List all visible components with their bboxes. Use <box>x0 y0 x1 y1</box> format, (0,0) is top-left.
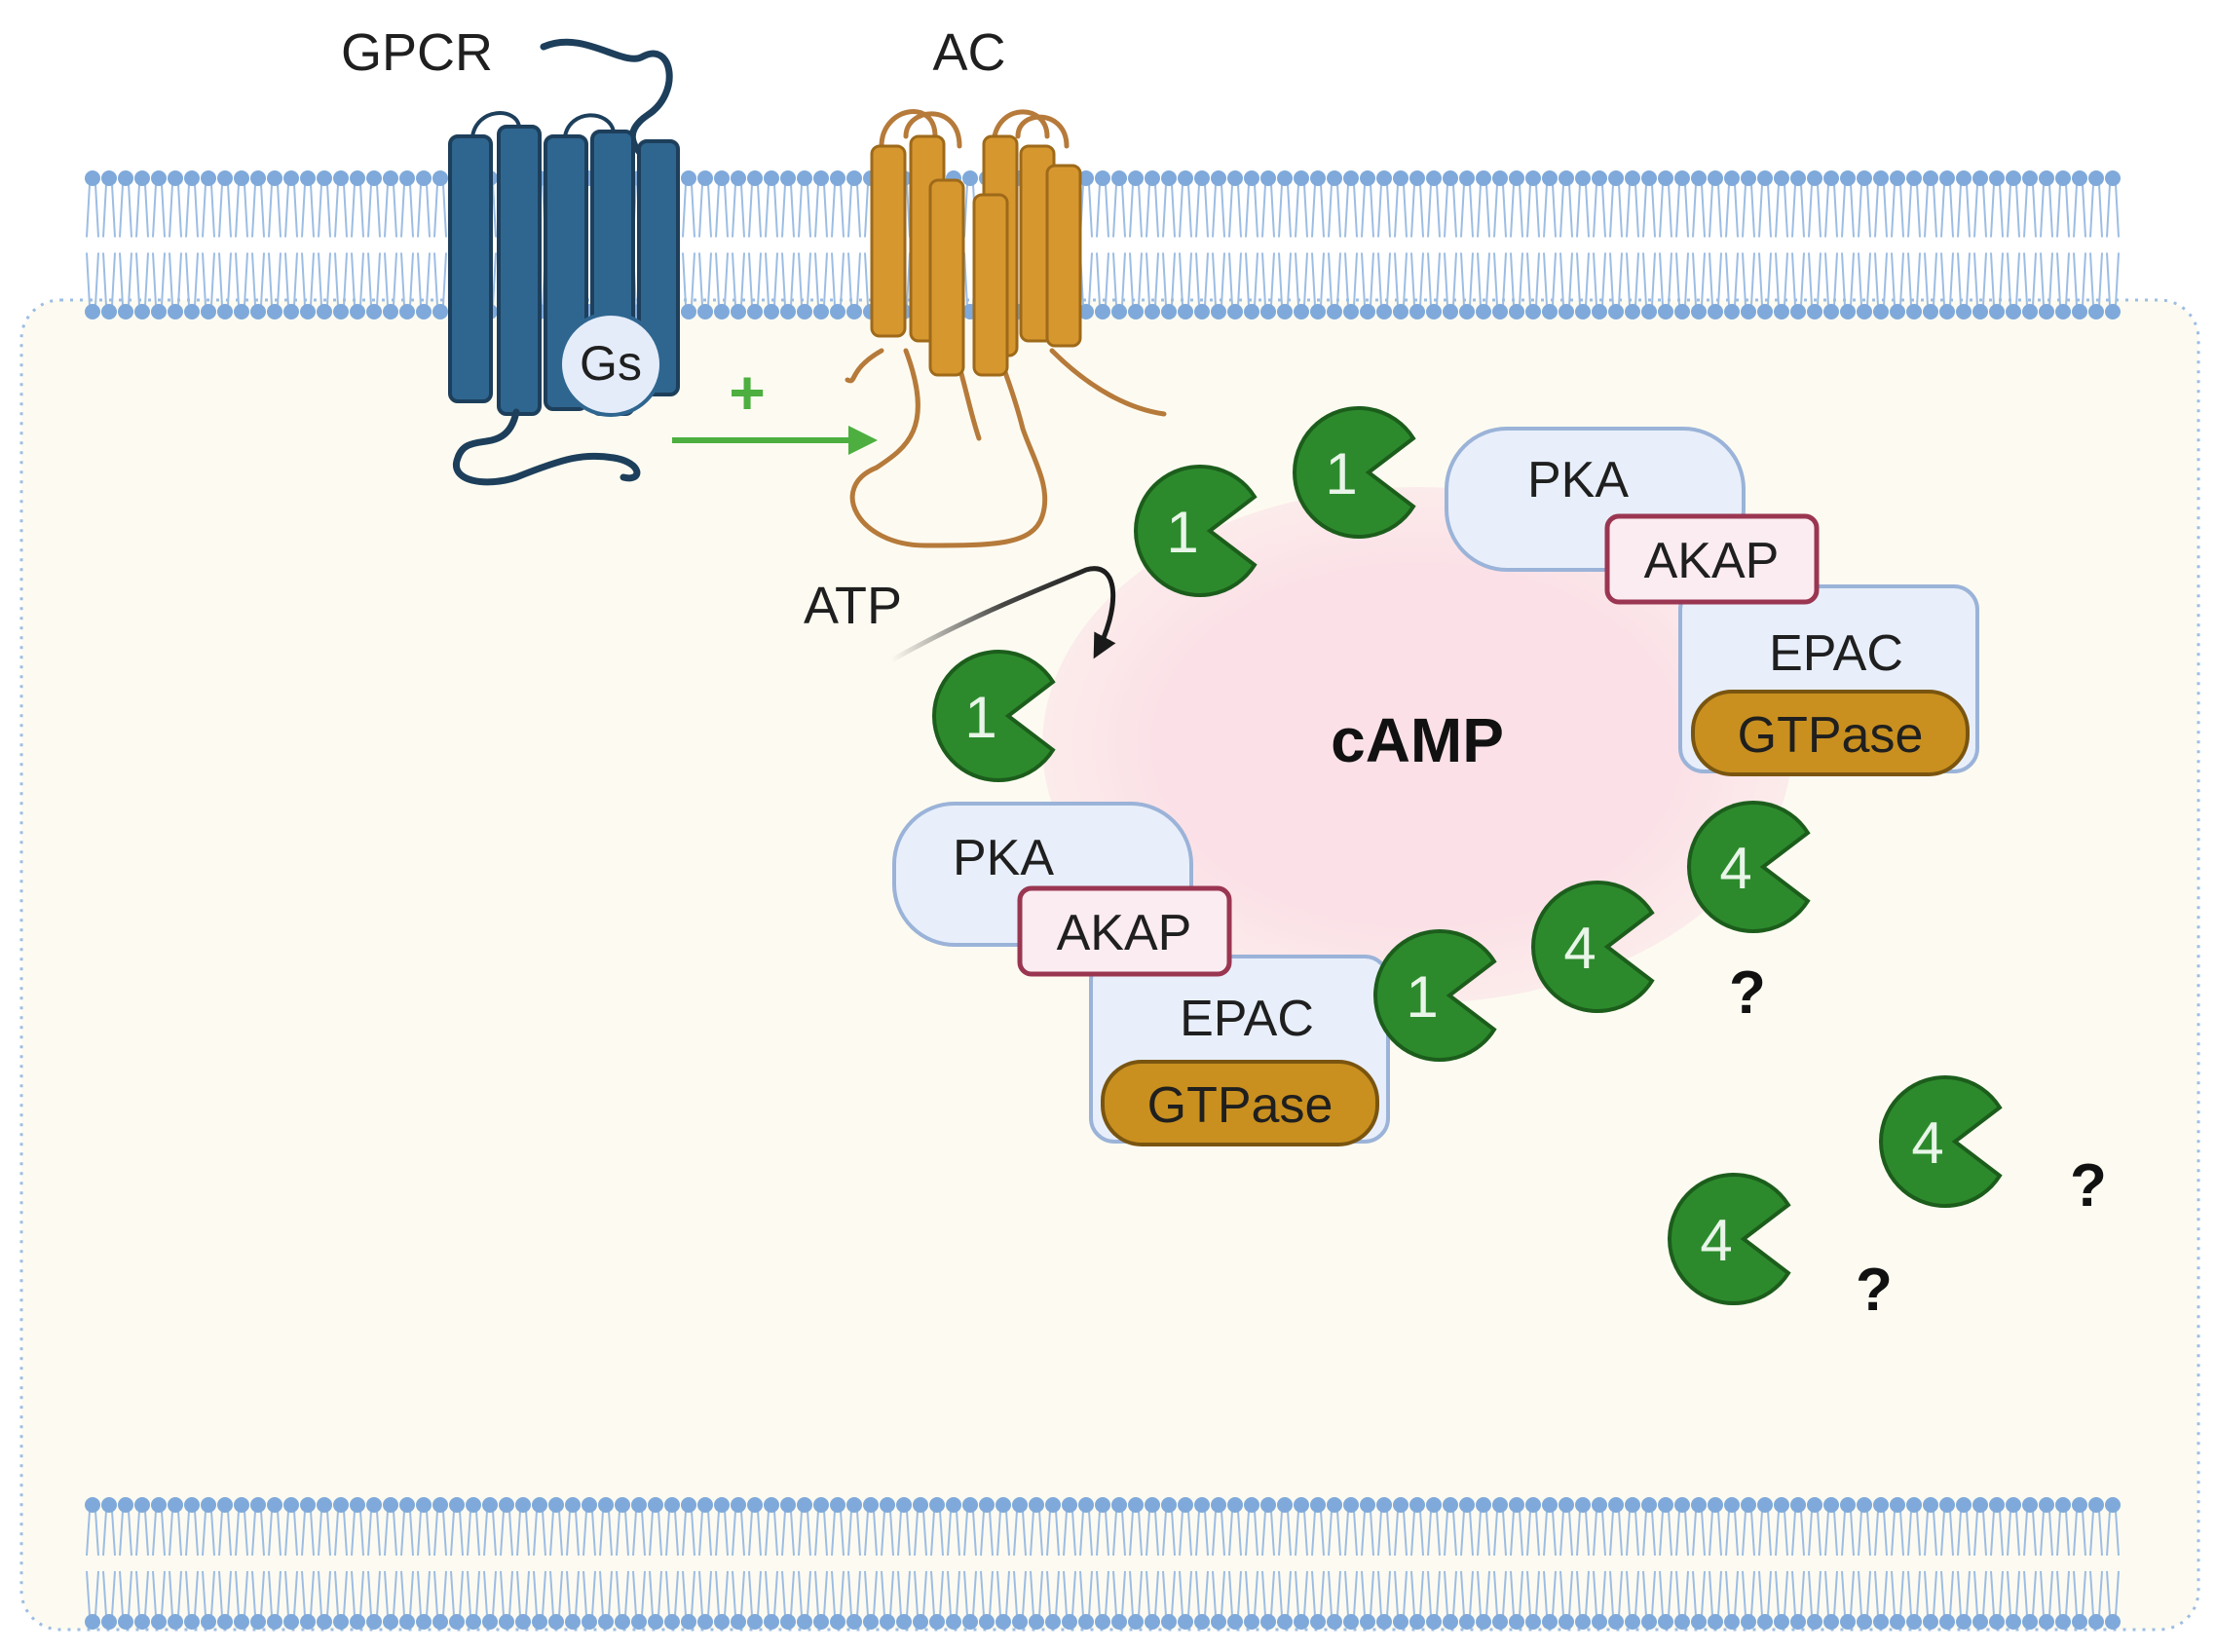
pde-number: 4 <box>1563 916 1596 981</box>
gtpase-label: GTPase <box>1738 707 1924 764</box>
gtpase-box <box>1691 690 1970 776</box>
unknown-localization-mark: ? <box>2070 1152 2107 1220</box>
akap-label: AKAP <box>1644 533 1780 589</box>
pde-number: 1 <box>1325 441 1357 507</box>
adenylyl-cyclase-icon[interactable] <box>845 109 1167 548</box>
epac-label: EPAC <box>1180 991 1314 1047</box>
pka-akap-epac-complex-2[interactable]: PKA EPAC GTPase AKAP <box>892 802 1390 1146</box>
gtpase-box <box>1101 1060 1379 1146</box>
pde-number: 1 <box>1166 500 1198 565</box>
pde-pacman-icon: 1 <box>932 650 1056 782</box>
pka-label: PKA <box>953 830 1054 886</box>
gs-label: Gs <box>580 336 642 391</box>
pde-body <box>1531 881 1655 1013</box>
ac-label: AC <box>932 23 1005 82</box>
pde-body <box>1293 406 1416 539</box>
pde-pacman-icon: 1 <box>1373 929 1497 1062</box>
atp-conversion-arrow <box>889 566 1116 663</box>
gs-protein[interactable]: Gs <box>558 312 663 417</box>
pde-number: 1 <box>1406 964 1438 1030</box>
activation-plus: + <box>729 357 765 428</box>
pde-body <box>1668 1173 1791 1305</box>
gtpase-label: GTPase <box>1147 1077 1333 1134</box>
pka-akap-epac-complex-1[interactable]: PKA EPAC GTPase AKAP <box>1445 427 1979 776</box>
akap-label: AKAP <box>1057 905 1192 961</box>
akap-box <box>1604 513 1820 605</box>
camp-domain <box>1042 487 1792 1003</box>
pka-label: PKA <box>1527 452 1629 508</box>
gpcr-label: GPCR <box>341 23 493 82</box>
akap-box <box>1017 885 1232 977</box>
gs-circle <box>558 312 663 417</box>
atp-label: ATP <box>804 577 902 635</box>
unknown-localization-mark: ? <box>1729 959 1766 1027</box>
camp-label: cAMP <box>1331 705 1504 775</box>
pde-pacman-icon: 4? <box>1531 881 1766 1027</box>
plasma-membrane-bottom <box>85 1497 2121 1630</box>
pde-pacman-icon: 4 <box>1687 801 1811 933</box>
pde-number: 4 <box>1719 836 1751 901</box>
pde-body <box>1687 801 1811 933</box>
pde-body <box>1373 929 1497 1062</box>
unknown-localization-mark: ? <box>1856 1257 1893 1324</box>
pde-pacman-icon: 1 <box>1134 465 1258 597</box>
pde-body <box>1134 465 1258 597</box>
pde-pacman-icon: 4? <box>1879 1075 2107 1220</box>
epac-label: EPAC <box>1769 625 1903 682</box>
pde-number: 1 <box>964 685 996 750</box>
pde-pacman-icon: 1 <box>1293 406 1416 539</box>
pde-body <box>932 650 1056 782</box>
pde-pacman-icon: 4? <box>1668 1173 1893 1324</box>
pde-number: 4 <box>1700 1208 1732 1273</box>
pde-number: 4 <box>1911 1110 1943 1176</box>
plasma-membrane-top <box>85 170 2121 319</box>
pde-body <box>1879 1075 2003 1208</box>
